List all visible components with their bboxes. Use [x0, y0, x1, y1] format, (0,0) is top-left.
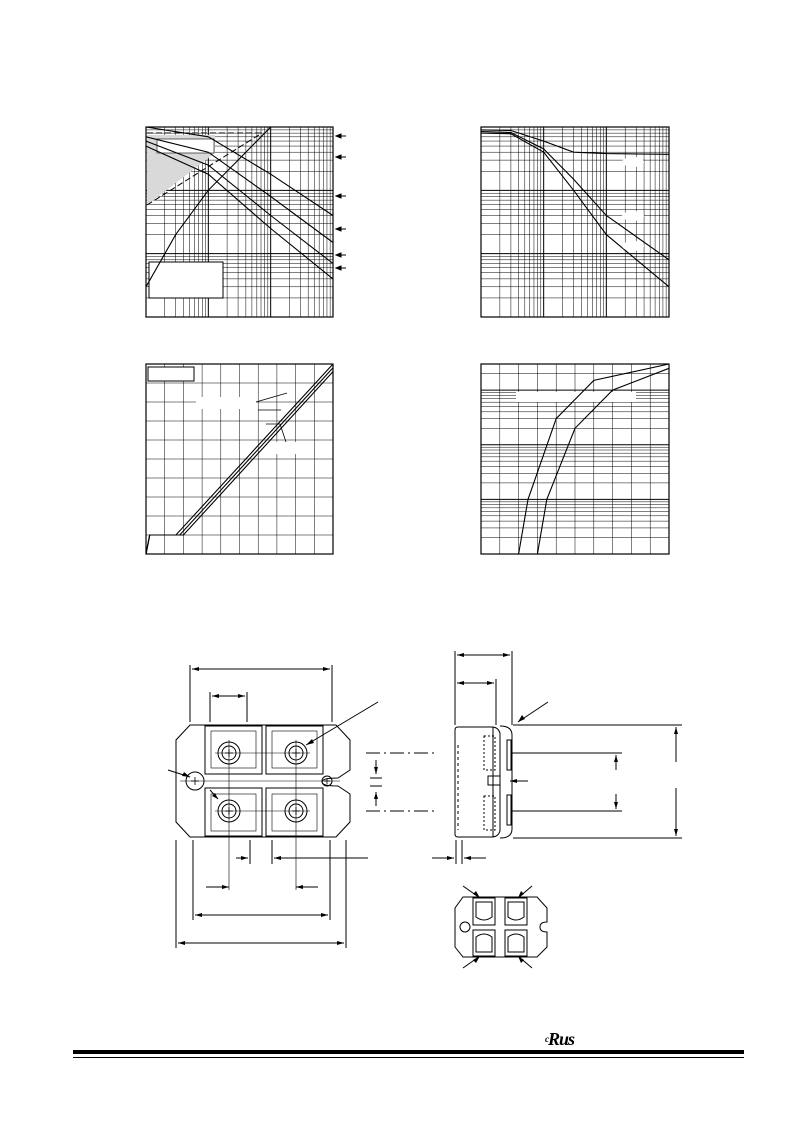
legend-box	[147, 366, 195, 382]
series-line-1	[480, 129, 670, 155]
label-mask	[516, 392, 636, 402]
series-line-3	[145, 371, 334, 555]
side-terminal-upper	[483, 735, 496, 771]
series-line-1	[145, 126, 272, 288]
series-line-3	[145, 136, 334, 243]
plot-frame	[480, 126, 670, 318]
series-line-3	[480, 132, 670, 288]
terminal-pad-bl	[204, 787, 263, 837]
plot-frame	[145, 126, 334, 318]
footer-rule-thick	[73, 1050, 744, 1054]
series-line-4	[145, 140, 334, 264]
label-blob-lower	[622, 241, 644, 251]
terminal-view-body	[454, 896, 548, 958]
label-blob-upper	[622, 157, 644, 167]
side-view-body	[454, 726, 501, 838]
legend-box-lower	[148, 261, 224, 299]
label-mask-1	[196, 397, 256, 409]
terminal-pad-tl	[204, 725, 263, 775]
footer-rule-thin	[73, 1057, 744, 1058]
chart-grid	[481, 127, 669, 317]
terminal-pad-tr	[265, 725, 324, 775]
series-pointers	[255, 392, 288, 443]
series-line-2	[536, 367, 670, 555]
label-mask-2	[262, 442, 307, 454]
series-line-1	[518, 363, 670, 555]
label-blob-middle	[622, 211, 644, 221]
plot-frame	[480, 363, 670, 555]
series-line-2	[480, 130, 670, 261]
certification-mark-logo: cRus	[545, 1029, 575, 1049]
plot-frame	[145, 363, 334, 555]
right-arrows	[334, 133, 346, 271]
dashed-diagonal	[146, 132, 263, 206]
side-terminal-lower	[483, 795, 496, 831]
series-line-2	[145, 126, 334, 216]
terminal-pad-br	[265, 787, 324, 837]
series-line-5	[145, 145, 334, 280]
